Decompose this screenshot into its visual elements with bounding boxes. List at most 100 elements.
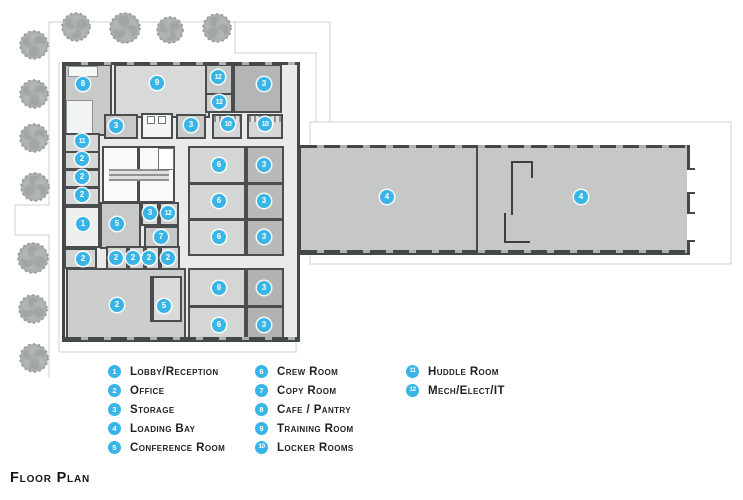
legend-label: Crew Room <box>277 365 339 378</box>
room-marker-3: 3 <box>184 118 198 132</box>
room-marker-10: 10 <box>221 117 235 131</box>
room-lobby-reception <box>64 206 100 248</box>
legend-item: 9 Training Room <box>255 422 354 435</box>
cafe-counter <box>68 66 98 77</box>
legend-label: Lobby/Reception <box>130 365 219 378</box>
loading-dock-door <box>687 212 695 242</box>
window-wall <box>65 337 298 340</box>
room-marker-3: 3 <box>257 194 271 208</box>
room-training <box>114 64 210 118</box>
legend-number-badge: 3 <box>108 403 121 416</box>
room-marker-12: 12 <box>212 95 226 109</box>
room-marker-7: 7 <box>154 230 168 244</box>
room-marker-3: 3 <box>257 230 271 244</box>
legend-number-badge: 2 <box>108 384 121 397</box>
room-marker-9: 9 <box>150 76 164 90</box>
room-marker-6: 6 <box>212 194 226 208</box>
room-marker-6: 6 <box>212 281 226 295</box>
room-storage-topright <box>233 64 282 113</box>
legend-item: 1 Lobby/Reception <box>108 365 225 378</box>
legend-label: Huddle Room <box>428 365 499 378</box>
legend-label: Storage <box>130 403 175 416</box>
room-marker-3: 3 <box>257 281 271 295</box>
page-title: Floor Plan <box>10 470 90 486</box>
room-marker-6: 6 <box>212 158 226 172</box>
legend-item: 8 Cafe / Pantry <box>255 403 354 416</box>
legend-number-badge: 5 <box>108 441 121 454</box>
tree-icon <box>19 79 49 109</box>
cafe-kitchenette <box>66 100 93 134</box>
legend-label: Training Room <box>277 422 354 435</box>
loading-bay <box>298 145 690 255</box>
tree-icon <box>20 172 50 202</box>
tree-icon <box>17 242 49 274</box>
loading-bay-divider-wall <box>476 147 478 253</box>
tree-icon <box>156 16 184 44</box>
tree-icon <box>19 343 49 373</box>
legend-label: Locker Rooms <box>277 441 354 454</box>
elevator-cab <box>158 116 166 124</box>
room-marker-5: 5 <box>157 299 171 313</box>
room-marker-3: 3 <box>109 119 123 133</box>
legend-label: Cafe / Pantry <box>277 403 352 416</box>
room-marker-1: 1 <box>76 217 90 231</box>
loading-bay-interior-wall <box>531 161 533 178</box>
loading-bay-interior-wall <box>504 213 506 243</box>
room-marker-2: 2 <box>109 251 123 265</box>
legend-item: 6 Crew Room <box>255 365 354 378</box>
loading-bay-interior-wall <box>511 161 533 163</box>
room-marker-11: 11 <box>75 134 89 148</box>
legend-item: 2 Office <box>108 384 225 397</box>
room-marker-2: 2 <box>142 251 156 265</box>
room-marker-5: 5 <box>110 217 124 231</box>
room-marker-3: 3 <box>257 77 271 91</box>
tree-icon <box>202 13 232 43</box>
legend-number-badge: 1 <box>108 365 121 378</box>
legend-item: 10 Locker Rooms <box>255 441 354 454</box>
legend-item: 4 Loading Bay <box>108 422 225 435</box>
legend-number-badge: 12 <box>406 384 419 397</box>
trees <box>17 12 232 373</box>
room-marker-2: 2 <box>110 298 124 312</box>
legend-label: Copy Room <box>277 384 337 397</box>
legend-label: Office <box>130 384 165 397</box>
room-marker-2: 2 <box>75 152 89 166</box>
tree-icon <box>18 294 48 324</box>
room-marker-2: 2 <box>75 170 89 184</box>
tree-icon <box>61 12 91 42</box>
room-marker-6: 6 <box>212 318 226 332</box>
legend-item: 5 Conference Room <box>108 441 225 454</box>
tree-icon <box>19 30 49 60</box>
legend-number-badge: 10 <box>255 441 268 454</box>
tree-icon <box>19 123 49 153</box>
legend-number-badge: 11 <box>406 365 419 378</box>
room-marker-2: 2 <box>76 252 90 266</box>
room-marker-2: 2 <box>75 188 89 202</box>
room-marker-2: 2 <box>161 251 175 265</box>
window-wall <box>65 62 298 65</box>
janitor-room <box>158 148 174 170</box>
legend-label: Loading Bay <box>130 422 196 435</box>
legend-number-badge: 8 <box>255 403 268 416</box>
room-marker-12: 12 <box>161 206 175 220</box>
window-wall <box>301 145 687 148</box>
legend-label: Conference Room <box>130 441 226 454</box>
loading-bay-interior-wall <box>511 163 513 215</box>
tree-icon <box>109 12 141 44</box>
room-marker-4: 4 <box>574 190 588 204</box>
legend-number-badge: 9 <box>255 422 268 435</box>
toilet-stalls <box>127 169 169 181</box>
room-marker-4: 4 <box>380 190 394 204</box>
legend-item: 3 Storage <box>108 403 225 416</box>
room-marker-8: 8 <box>76 77 90 91</box>
legend-number-badge: 6 <box>255 365 268 378</box>
legend-number-badge: 4 <box>108 422 121 435</box>
room-marker-3: 3 <box>143 206 157 220</box>
room-marker-3: 3 <box>257 318 271 332</box>
